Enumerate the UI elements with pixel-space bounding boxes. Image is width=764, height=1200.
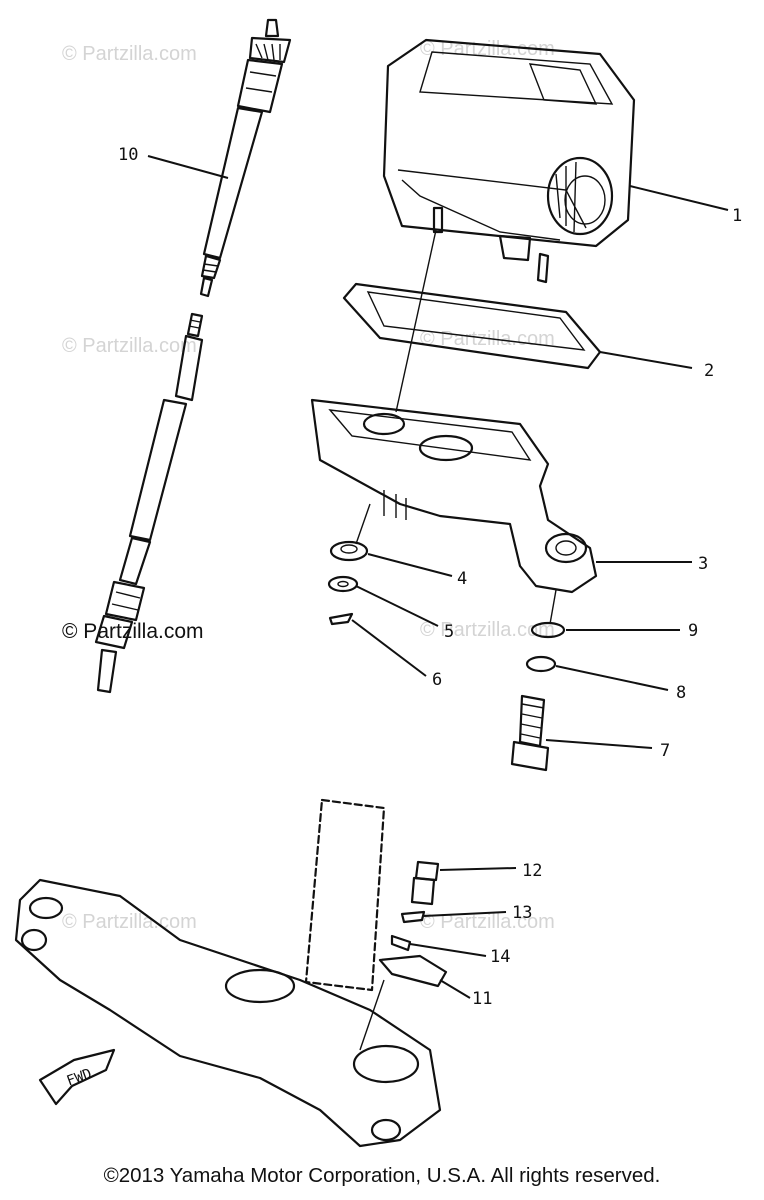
leader-lines (147, 155, 729, 1051)
part-5-washer (327, 575, 359, 593)
callout-10: 10 (118, 145, 138, 165)
part-10-cable-lower (94, 312, 204, 694)
callout-12: 12 (522, 861, 542, 881)
steering-crown (14, 798, 442, 1148)
callout-6: 6 (432, 670, 442, 690)
callouts: 1 2 3 4 5 6 7 8 9 10 11 12 13 14 (118, 145, 742, 1009)
part-6-clip (328, 612, 354, 626)
callout-14: 14 (490, 947, 510, 967)
part-7-bolt (510, 694, 550, 772)
watermark: © Partzilla.com (420, 38, 555, 60)
watermark: © Partzilla.com (62, 911, 197, 933)
callout-5: 5 (444, 622, 454, 642)
callout-11: 11 (472, 989, 492, 1009)
watermark: © Partzilla.com (420, 619, 555, 641)
part-12-screw (410, 860, 440, 906)
callout-1: 1 (732, 206, 742, 226)
watermark: © Partzilla.com (62, 335, 197, 357)
callout-2: 2 (704, 361, 714, 381)
callout-7: 7 (660, 741, 670, 761)
watermarks: © Partzilla.com © Partzilla.com © Partzi… (62, 38, 555, 933)
callout-3: 3 (698, 554, 708, 574)
watermark: © Partzilla.com (62, 43, 197, 65)
part-2-gasket (342, 282, 602, 370)
part-3-bracket (310, 398, 598, 594)
part-1-speedometer (382, 38, 636, 284)
part-11-clamp (378, 954, 448, 988)
part-14-washer (390, 934, 412, 952)
callout-9: 9 (688, 621, 698, 641)
fwd-label: FWD (65, 1066, 94, 1090)
callout-8: 8 (676, 683, 686, 703)
part-9-washer (530, 621, 566, 639)
callout-4: 4 (457, 569, 467, 589)
part-8-lockwasher (525, 655, 557, 673)
part-4-grommet (329, 540, 369, 562)
watermark: © Partzilla.com (420, 911, 555, 933)
part-13-washer (400, 910, 426, 924)
callout-13: 13 (512, 903, 532, 923)
part-10-cable (199, 18, 292, 298)
fwd-arrow: FWD (38, 1048, 116, 1106)
copyright-notice: ©2013 Yamaha Motor Corporation, U.S.A. A… (103, 1164, 661, 1187)
watermark-dark: © Partzilla.com (62, 620, 204, 643)
